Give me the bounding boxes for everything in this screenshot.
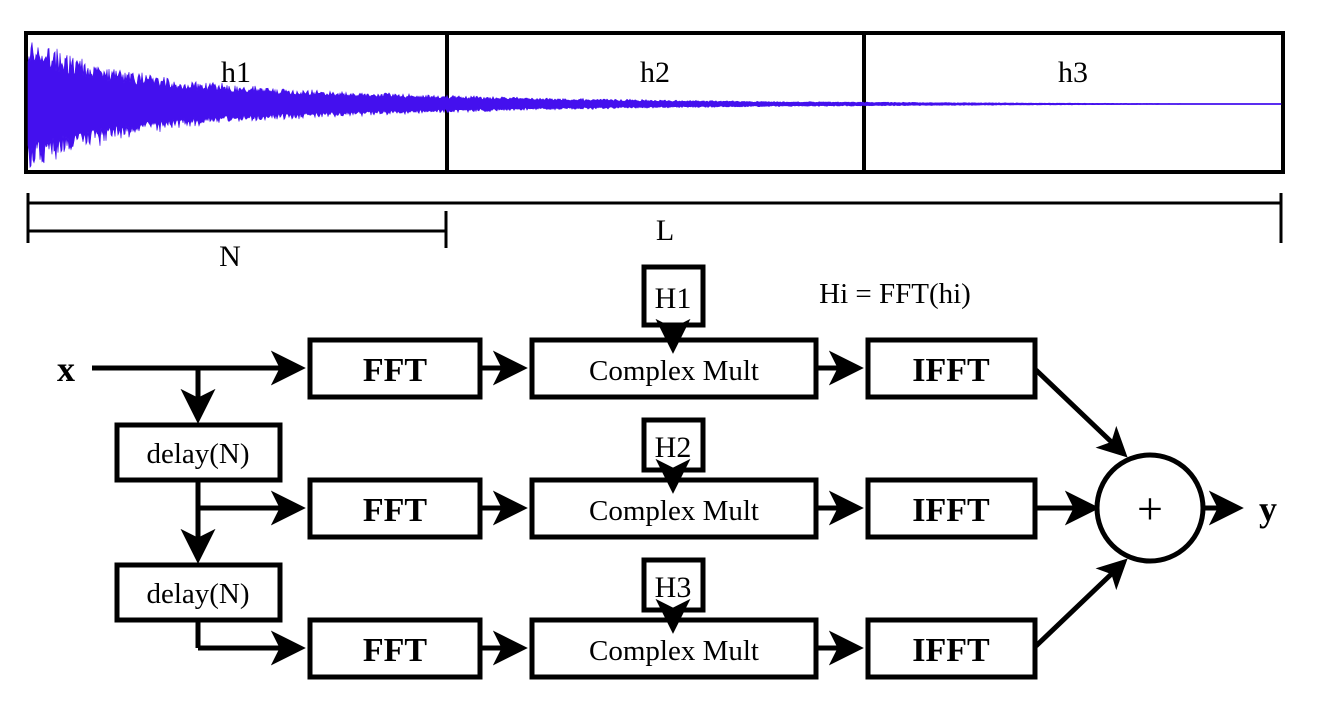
delay-chain: delay(N) delay(N) [114,422,306,666]
coef-box-h1[interactable] [641,264,706,328]
ifft-box-3[interactable] [865,617,1038,680]
processing-row-2: FFT Complex Mult H2 IFFT [307,417,1100,540]
complex-mult-box-3-label: Complex Mult [589,635,759,667]
input-group: x [57,349,306,424]
impulse-response-panel: h1 h2 h3 [24,31,1285,174]
fft-box-3-label: FFT [363,632,428,669]
ifft-box-2-label: IFFT [912,492,990,529]
fft-box-2-label: FFT [363,492,428,529]
processing-row-1: FFT Complex Mult H1 IFFT [307,264,1128,458]
dimension-label-N: N [219,240,241,273]
input-label-x: x [57,349,75,389]
dimension-brackets: L N [26,193,1283,273]
fft-box-3[interactable] [307,617,483,680]
complex-mult-box-1-label: Complex Mult [589,355,759,387]
summation-group: + y [1094,452,1277,564]
segment-label-h1: h1 [221,56,251,89]
ifft1-to-sum-arrow [1034,368,1128,458]
ifft-box-1-label: IFFT [912,352,990,389]
output-label-y: y [1259,489,1277,529]
ifft-box-1[interactable] [865,337,1038,400]
processing-row-3: FFT Complex Mult H3 IFFT [307,557,1128,680]
fft-box-1-label: FFT [363,352,428,389]
summation-plus-label: + [1137,483,1163,534]
ifft3-to-sum-arrow [1034,558,1128,648]
segment-label-h2: h2 [640,56,670,89]
segment-label-h3: h3 [1058,56,1088,89]
fft-box-1[interactable] [307,337,483,400]
coef-box-h3-label: H3 [655,571,692,604]
impulse-waveform [27,42,1282,169]
ifft-box-3-label: IFFT [912,632,990,669]
delay-box-1-label: delay(N) [146,438,249,470]
delay-box-1[interactable] [114,422,283,483]
dimension-label-L: L [656,214,674,247]
coef-box-h2-label: H2 [655,431,692,464]
complex-mult-box-2-label: Complex Mult [589,495,759,527]
coef-box-h1-label: H1 [655,282,692,315]
note-hi-equals-fft: Hi = FFT(hi) [819,278,971,310]
delay-box-2-label: delay(N) [146,578,249,610]
